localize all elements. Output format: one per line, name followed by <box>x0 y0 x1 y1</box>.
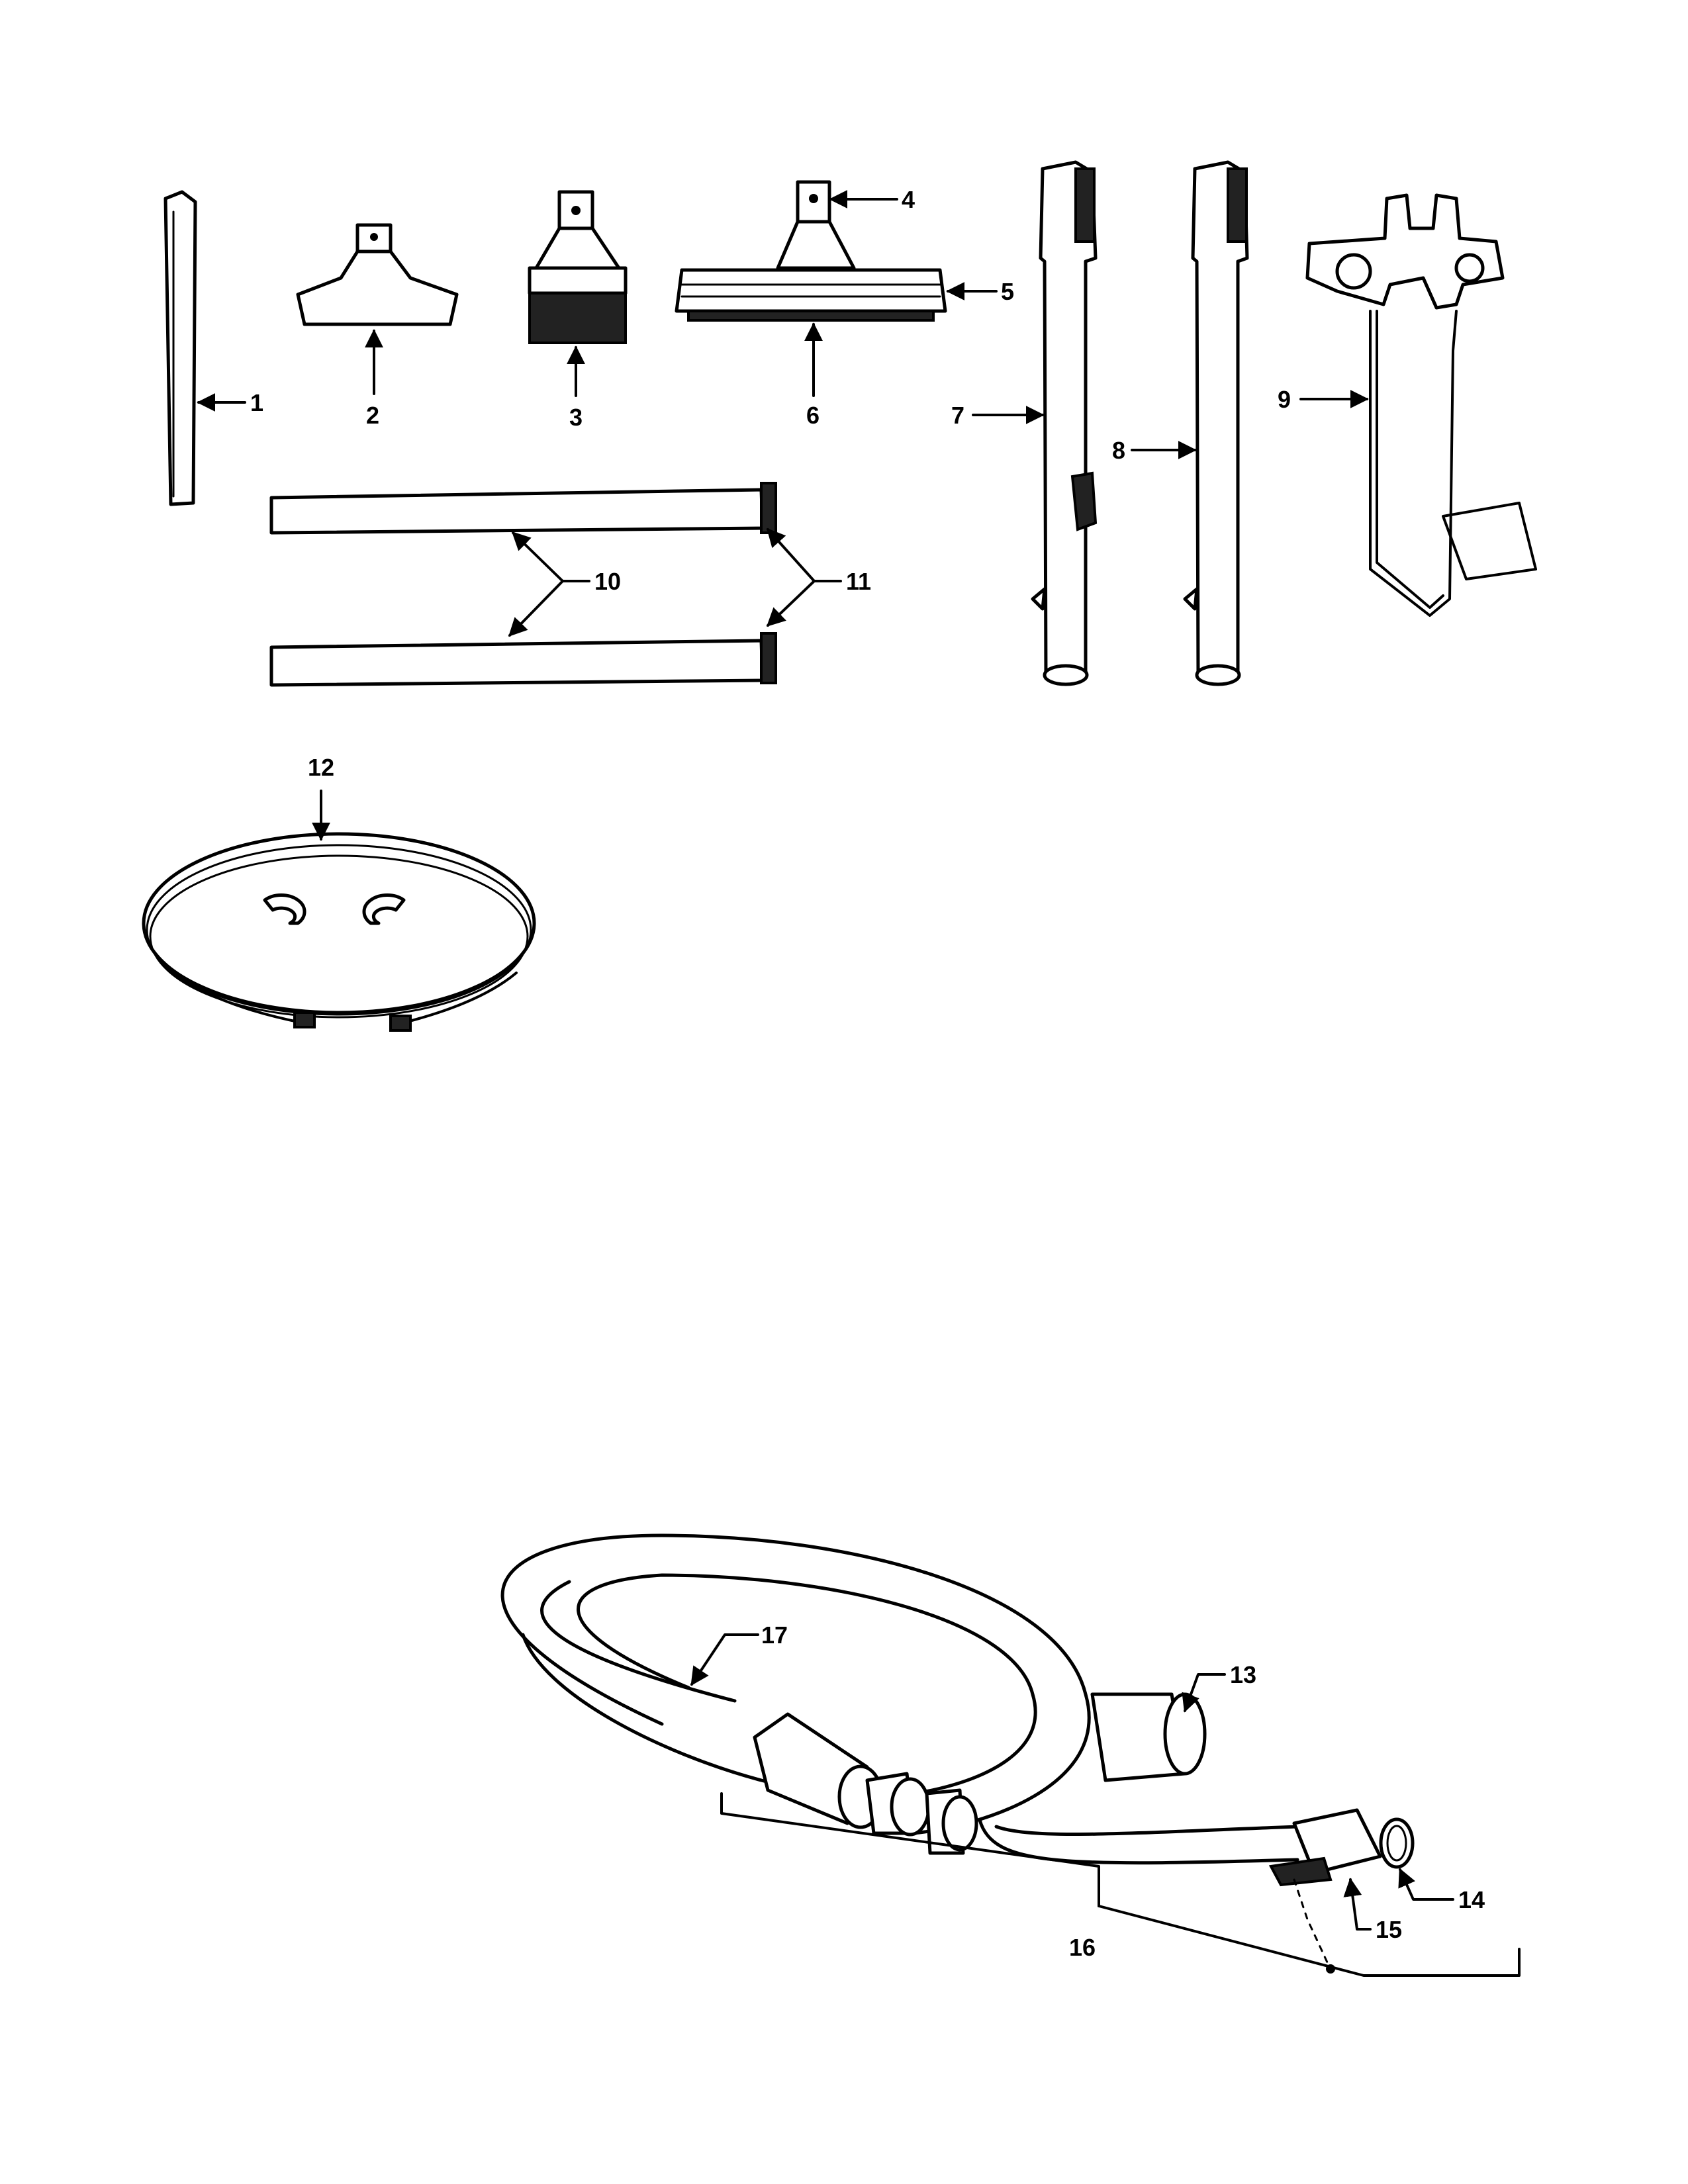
hose-cuff-13 <box>1090 1692 1207 1782</box>
handle-wand-8 <box>1183 160 1249 686</box>
callout-11: 11 <box>846 568 871 595</box>
callout-16: 16 <box>1069 1934 1096 1961</box>
power-cord <box>142 832 536 1032</box>
upholstery-nozzle <box>296 223 459 326</box>
cord-clip-left <box>263 893 306 925</box>
leader-lines <box>197 190 1521 1977</box>
callout-8: 8 <box>1112 437 1125 464</box>
floor-nozzle <box>675 180 947 322</box>
callout-13: 13 <box>1230 1661 1256 1688</box>
cord-clip-right <box>362 893 406 925</box>
callout-2: 2 <box>366 402 379 429</box>
crevice-tool <box>164 190 197 506</box>
callout-6: 6 <box>806 402 820 429</box>
extension-wand-upper <box>269 482 777 535</box>
hose-ring-14 <box>1379 1817 1415 1869</box>
callout-15: 15 <box>1376 1916 1402 1943</box>
hose-assembly <box>500 1533 1415 1974</box>
hose-fitting-15 <box>1268 1808 1382 1887</box>
callout-17: 17 <box>761 1621 788 1649</box>
callout-labels: 1 2 3 4 5 6 7 8 9 10 11 12 13 14 15 16 1… <box>250 186 1485 1961</box>
handle-wand-7 <box>1031 160 1098 686</box>
extension-wand-lower <box>269 632 777 687</box>
callout-10: 10 <box>594 568 621 595</box>
callout-1: 1 <box>250 389 263 416</box>
callout-14: 14 <box>1458 1886 1485 1913</box>
callout-9: 9 <box>1278 386 1291 413</box>
callout-3: 3 <box>569 404 583 431</box>
callout-7: 7 <box>951 402 964 429</box>
callout-12: 12 <box>308 754 334 781</box>
hose-end-17 <box>753 1712 978 1855</box>
callout-5: 5 <box>1001 278 1014 305</box>
tool-rack <box>1305 193 1537 617</box>
callout-4: 4 <box>902 186 915 213</box>
dusting-brush <box>528 190 628 344</box>
